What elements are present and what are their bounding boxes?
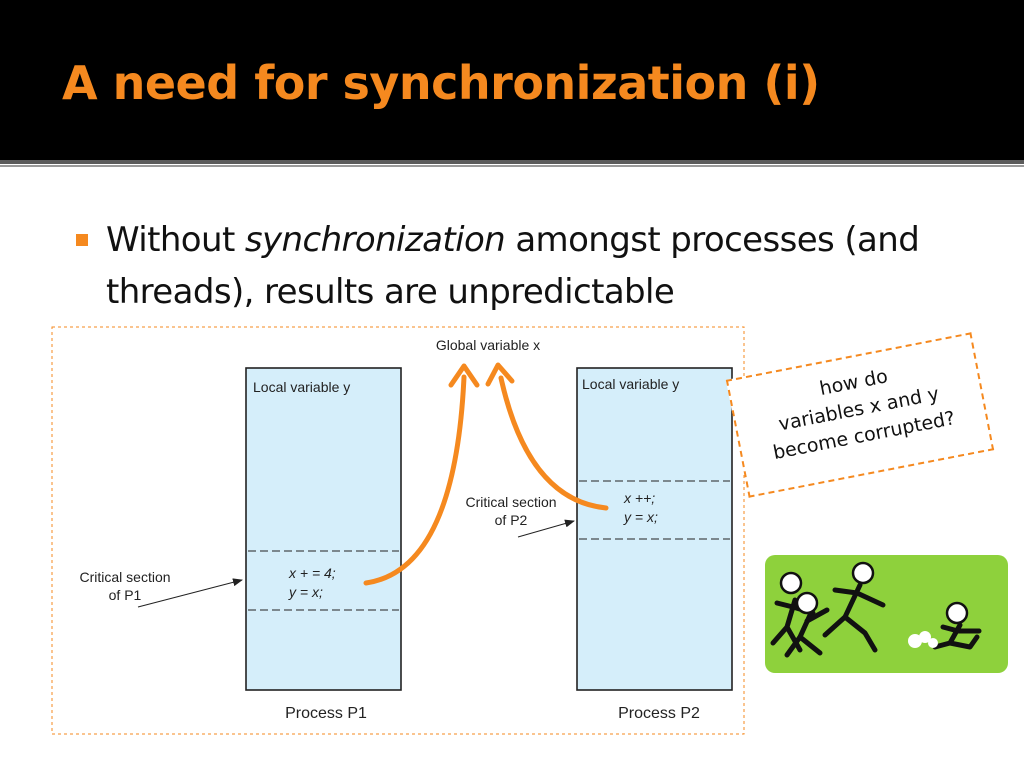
global-variable-label: Global variable x <box>436 337 540 353</box>
slide-title: A need for synchronization (i) <box>62 56 820 110</box>
title-bar: A need for synchronization (i) <box>0 0 1024 160</box>
p1-code-line1: x + = 4; <box>288 565 336 581</box>
p1-arrowhead <box>448 363 480 388</box>
p2-critical-label-line2: of P2 <box>495 512 528 528</box>
bullet-text-end: amongst processes (and threads), results… <box>106 220 920 312</box>
title-divider-thin <box>0 165 1024 167</box>
process-p1-box <box>245 367 402 691</box>
p1-critical-pointer-arrow <box>137 578 243 608</box>
p1-code-line2: y = x; <box>288 584 323 600</box>
p2-footer-label: Process P2 <box>618 705 700 722</box>
p2-critical-label-line1: Critical section <box>465 494 556 510</box>
p2-arrowhead <box>485 362 515 387</box>
running-people-icon <box>770 561 982 658</box>
p2-local-label: Local variable y <box>582 376 679 392</box>
bullet-emphasis: synchronization <box>244 220 506 260</box>
bullet-text: Without synchronization amongst processe… <box>106 214 986 318</box>
p1-critical-label-line2: of P1 <box>109 587 142 603</box>
p2-code-line1: x ++; <box>623 490 655 506</box>
p1-footer-label: Process P1 <box>285 705 367 722</box>
title-divider <box>0 160 1024 164</box>
process-p2-box <box>576 367 733 691</box>
p2-critical-pointer-arrow <box>517 519 575 538</box>
p1-critical-label-line1: Critical section <box>79 569 170 585</box>
bullet-square-icon <box>76 234 88 246</box>
bullet-text-start: Without <box>106 220 245 260</box>
p1-to-global-arrow <box>363 374 467 586</box>
p2-to-global-arrow <box>498 375 609 511</box>
running-people-clipart <box>765 555 1008 673</box>
p2-code-line2: y = x; <box>623 509 658 525</box>
p1-local-label: Local variable y <box>253 379 350 395</box>
